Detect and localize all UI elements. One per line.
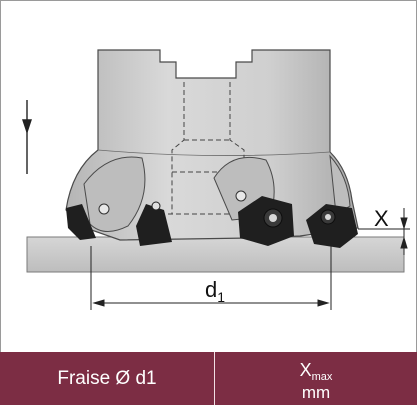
header-xmax-label: Xmax <box>299 360 333 384</box>
feed-arrow-icon <box>22 100 32 174</box>
header-unit-label: mm <box>301 382 331 402</box>
milling-cutter-figure: d1 X <box>22 49 410 310</box>
cutting-insert-icon <box>66 196 358 248</box>
diameter-dimension <box>90 246 332 310</box>
screw-icon <box>98 190 247 215</box>
workpiece <box>26 236 405 273</box>
table-header-band: Fraise Ø d1 Xmax mm <box>0 352 417 405</box>
diameter-label: d1 <box>205 277 225 305</box>
chip-pocket-right <box>329 154 351 215</box>
header-cutter-label: Fraise Ø d1 <box>57 367 157 389</box>
chip-pocket-left <box>83 156 146 232</box>
header-cell-xmax: Xmax mm <box>215 352 417 405</box>
x-dimension <box>358 208 410 255</box>
x-label: X <box>374 206 389 231</box>
header-cell-cutter: Fraise Ø d1 <box>0 352 215 405</box>
